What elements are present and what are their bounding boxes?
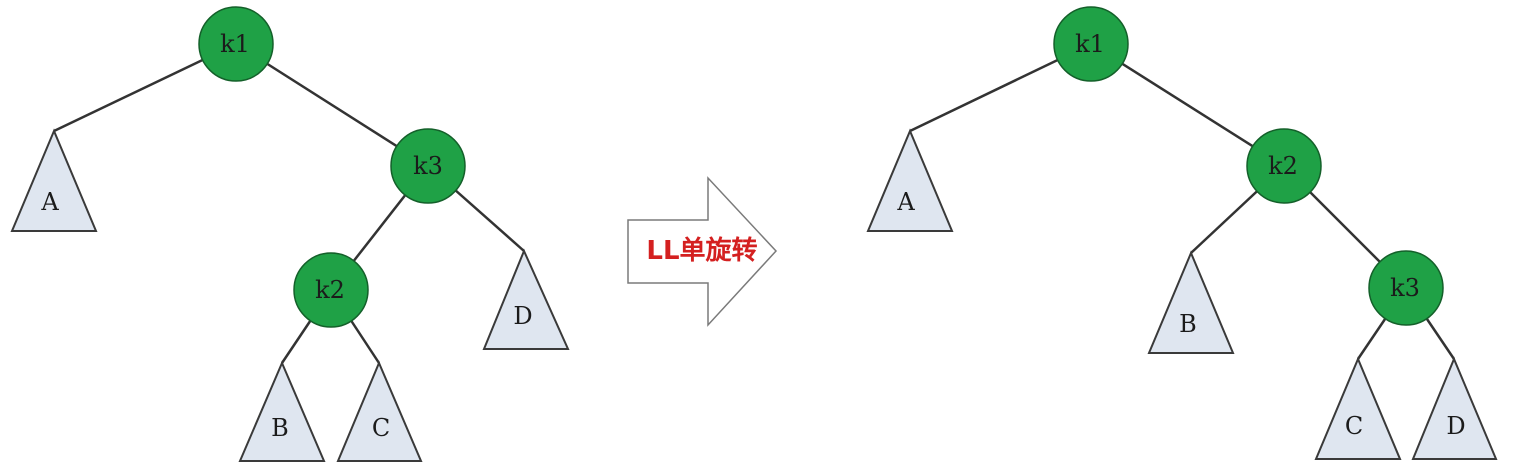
after-tree: A B C D k1 k2 k3 bbox=[866, 6, 1498, 460]
before-node-k1: k1 bbox=[198, 6, 274, 82]
ll-rotation-arrow: LL单旋转 bbox=[627, 176, 778, 327]
subtree-label: D bbox=[1446, 412, 1465, 440]
after-node-k3: k3 bbox=[1368, 250, 1444, 326]
after-node-k1: k1 bbox=[1053, 6, 1129, 82]
node-circle bbox=[198, 6, 274, 82]
node-circle bbox=[390, 128, 466, 204]
subtree-label: C bbox=[1345, 412, 1363, 440]
node-circle bbox=[1053, 6, 1129, 82]
after-subtree-c: C bbox=[1314, 356, 1402, 460]
subtree-label: B bbox=[1179, 310, 1197, 338]
subtree-label: C bbox=[372, 414, 390, 442]
after-subtree-b: B bbox=[1147, 250, 1235, 354]
node-label: k1 bbox=[1075, 30, 1105, 58]
after-subtree-a: A bbox=[866, 128, 954, 232]
after-subtree-d: D bbox=[1411, 356, 1498, 460]
before-tree: A D B C k1 k3 k2 bbox=[10, 6, 570, 462]
before-node-k2: k2 bbox=[293, 252, 369, 328]
before-subtree-c: C bbox=[336, 360, 423, 462]
before-edge-k1-k3 bbox=[235, 42, 429, 168]
subtree-triangle bbox=[238, 360, 326, 462]
subtree-triangle bbox=[1411, 356, 1498, 460]
after-edge-k1-k2 bbox=[1090, 42, 1285, 168]
subtree-triangle bbox=[10, 128, 98, 232]
node-label: k2 bbox=[1268, 152, 1298, 180]
node-label: k1 bbox=[220, 30, 250, 58]
node-label: k3 bbox=[413, 152, 443, 180]
arrow-shape bbox=[627, 176, 778, 327]
before-subtree-d: D bbox=[482, 248, 570, 350]
subtree-triangle bbox=[866, 128, 954, 232]
before-subtree-a: A bbox=[10, 128, 98, 232]
arrow-label: LL单旋转 bbox=[646, 236, 757, 266]
node-label: k2 bbox=[315, 276, 345, 304]
before-node-k3: k3 bbox=[390, 128, 466, 204]
node-circle bbox=[1246, 128, 1322, 204]
subtree-triangle bbox=[336, 360, 423, 462]
subtree-label: A bbox=[896, 188, 915, 216]
subtree-triangle bbox=[1147, 250, 1235, 354]
subtree-triangle bbox=[1314, 356, 1402, 460]
before-subtree-b: B bbox=[238, 360, 326, 462]
node-circle bbox=[293, 252, 369, 328]
node-circle bbox=[1368, 250, 1444, 326]
node-label: k3 bbox=[1390, 274, 1420, 302]
subtree-label: B bbox=[271, 414, 289, 442]
after-node-k2: k2 bbox=[1246, 128, 1322, 204]
subtree-label: A bbox=[40, 188, 59, 216]
subtree-label: D bbox=[513, 302, 532, 330]
subtree-triangle bbox=[482, 248, 570, 350]
